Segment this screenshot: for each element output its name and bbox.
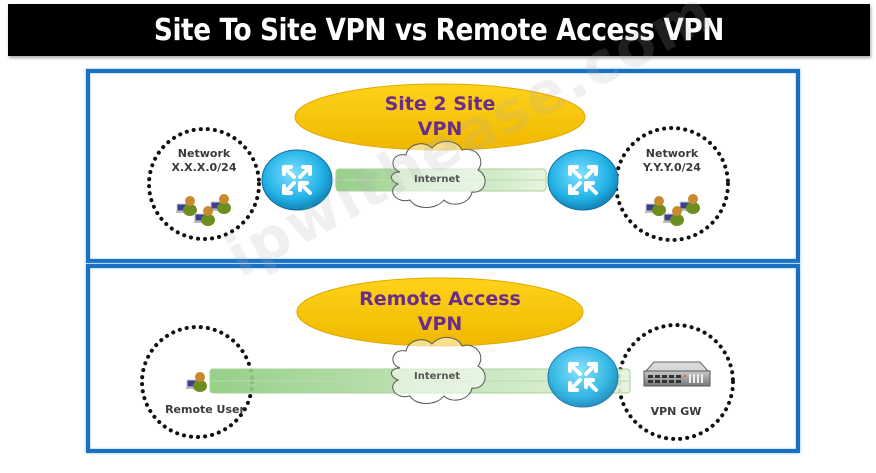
right-network-label: Network Y.Y.Y.0/24 <box>622 147 722 175</box>
site-to-site-title-line1: Site 2 Site <box>384 93 496 115</box>
left-network-name: Network <box>177 147 231 160</box>
users-group-icon-left <box>175 193 232 227</box>
left-network-subnet: X.X.X.0/24 <box>171 161 237 174</box>
users-group-icon-right <box>644 193 701 227</box>
right-network-subnet: Y.Y.Y.0/24 <box>643 161 701 174</box>
remote-user-icon <box>185 371 208 393</box>
router-icon-right <box>547 149 619 211</box>
left-network-label: Network X.X.X.0/24 <box>154 147 254 175</box>
site-to-site-panel <box>86 69 800 263</box>
remote-access-title: Remote Access VPN <box>320 287 560 337</box>
site-to-site-title-line2: VPN <box>417 118 463 140</box>
site-to-site-internet-label: Internet <box>414 174 461 185</box>
cloud-icon-top <box>391 141 486 208</box>
router-icon-remote <box>547 346 619 408</box>
left-network-boundary <box>147 127 261 241</box>
right-network-name: Network <box>645 147 699 160</box>
router-icon-left <box>261 149 333 211</box>
site-to-site-title: Site 2 Site VPN <box>340 92 540 142</box>
remote-user-label: Remote User <box>165 403 245 416</box>
page-title: Site To Site VPN vs Remote Access VPN <box>153 12 725 48</box>
vpn-gateway-icon <box>643 361 711 387</box>
remote-access-title-line1: Remote Access <box>359 288 521 310</box>
title-bar: Site To Site VPN vs Remote Access VPN <box>8 4 870 56</box>
cloud-icon-bottom <box>391 337 486 404</box>
vpn-gw-label: VPN GW <box>650 405 702 418</box>
remote-access-internet-label: Internet <box>414 371 461 382</box>
remote-access-title-line2: VPN <box>417 313 463 335</box>
